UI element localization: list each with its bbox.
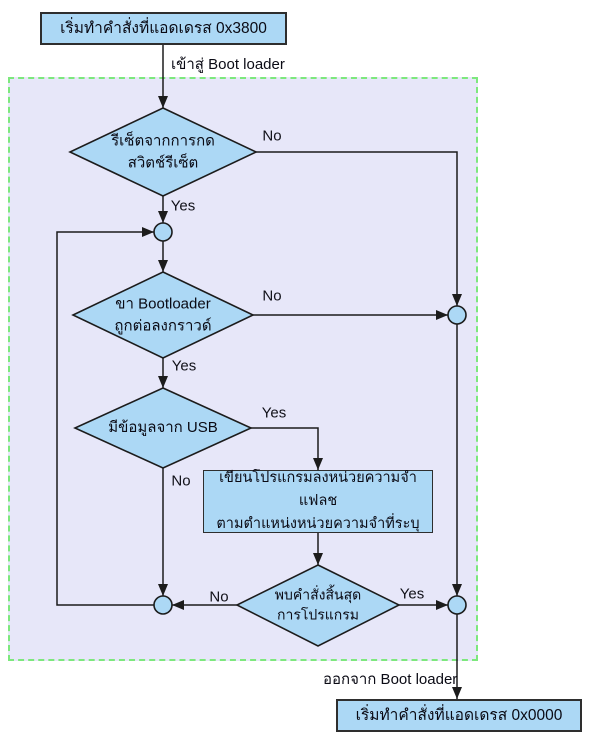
write-flash-line1: เขียนโปรแกรมลงหน่วยความจำแฟลช bbox=[219, 469, 417, 509]
branch-yes-pin: Yes bbox=[171, 357, 197, 375]
edge-usb-yes bbox=[251, 427, 323, 470]
decision-bootloader-pin-diamond bbox=[71, 271, 255, 359]
branch-no-pin: No bbox=[262, 287, 282, 305]
decision-reset-diamond bbox=[68, 107, 258, 197]
edge-loop-back bbox=[56, 227, 154, 606]
bootloader-region bbox=[8, 77, 478, 661]
exit-bootloader-label: ออกจาก Boot loader bbox=[323, 671, 458, 688]
branch-yes-endcmd: Yes bbox=[399, 585, 425, 603]
decision-usb-data-diamond bbox=[73, 387, 253, 469]
write-flash-line2: ตามตำแหน่งหน่วยความจำที่ระบุ bbox=[216, 516, 420, 533]
decision-end-command-diamond bbox=[235, 564, 401, 647]
end-node-label: เริ่มทำคำสั่งที่แอดเดรส 0x0000 bbox=[355, 706, 563, 724]
connector-right-upper bbox=[447, 305, 467, 325]
enter-bootloader-label: เข้าสู่ Boot loader bbox=[171, 56, 285, 73]
decision-bootloader-pin-label: ขา Bootloader ถูกต่อลงกราวด์ bbox=[114, 295, 212, 334]
connector-right-lower bbox=[447, 595, 467, 615]
decision-reset-label: รีเซ็ตจากการกด สวิตช์รีเซ็ต bbox=[111, 132, 215, 171]
decision-usb-data-label: มีข้อมูลจาก USB bbox=[108, 419, 218, 437]
branch-yes-usb: Yes bbox=[261, 404, 287, 422]
edge-reset-no bbox=[256, 151, 462, 306]
start-node-label: เริ่มทำคำสั่งที่แอดเดรส 0x3800 bbox=[60, 19, 267, 37]
end-node: เริ่มทำคำสั่งที่แอดเดรส 0x0000 bbox=[336, 699, 582, 732]
branch-no-endcmd: No bbox=[209, 588, 229, 606]
connector-merge-left bbox=[153, 595, 173, 615]
decision-end-command-label: พบคำสั่งสิ้นสุด การโปรแกรม bbox=[274, 586, 362, 622]
write-flash-process-node: เขียนโปรแกรมลงหน่วยความจำแฟลช ตามตำแหน่ง… bbox=[203, 470, 433, 533]
branch-no-reset: No bbox=[262, 127, 282, 145]
branch-yes-reset: Yes bbox=[170, 197, 196, 215]
connector-merge-top bbox=[153, 222, 173, 242]
start-node: เริ่มทำคำสั่งที่แอดเดรส 0x3800 bbox=[40, 12, 287, 45]
branch-no-usb: No bbox=[171, 472, 191, 490]
